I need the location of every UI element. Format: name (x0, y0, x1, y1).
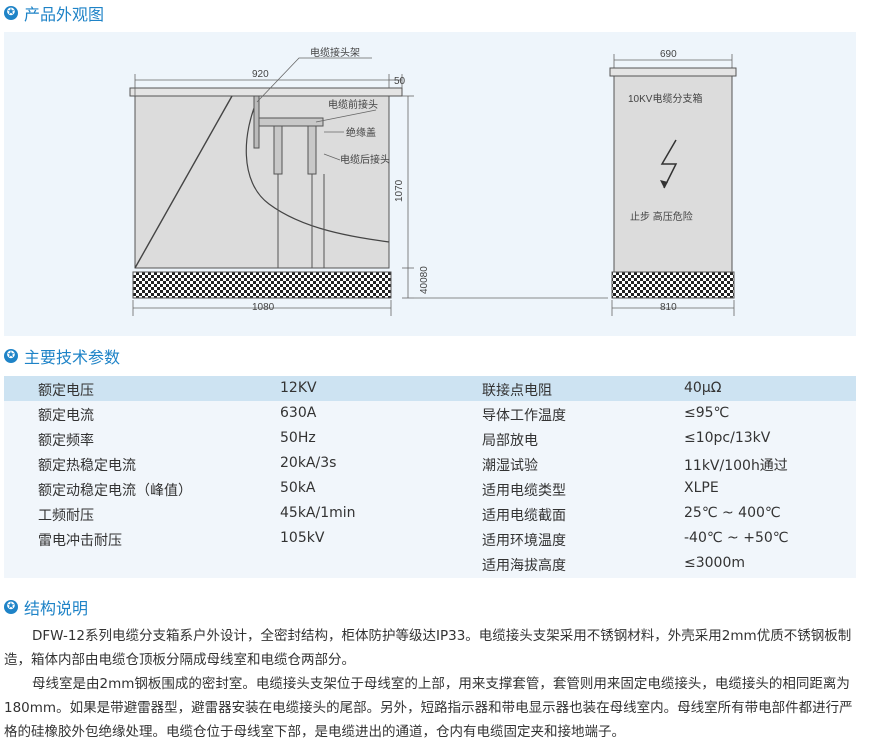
param-name: 联接点电阻 (482, 383, 552, 399)
param-value: 630A (280, 405, 317, 421)
label-cable-bracket: 电缆接头架 (310, 46, 360, 59)
param-value: ≤3000m (684, 555, 745, 571)
param-value: 20kA/3s (280, 455, 337, 471)
structure-description: DFW-12系列电缆分支箱系户外设计，全密封结构，柜体防护等级达IP33。电缆接… (4, 624, 856, 744)
star-bullet-icon: ✪ (4, 6, 18, 20)
param-value: 25℃ ~ 400℃ (684, 505, 781, 521)
dim-base: 40080 (419, 266, 430, 294)
left-cabinet-side-view (129, 87, 403, 299)
table-row: 额定热稳定电流 20kA/3s 潮湿试验 11kV/100h通过 (4, 451, 856, 476)
table-row: 额定电压 12KV 联接点电阻 40μΩ (4, 376, 856, 401)
table-row: 适用海拔高度 ≤3000m (4, 551, 856, 576)
description-paragraph: DFW-12系列电缆分支箱系户外设计，全密封结构，柜体防护等级达IP33。电缆接… (4, 628, 852, 668)
product-appearance-diagram: 920 50 1080 1070 40080 电缆接头架 电缆前接头 绝缘盖 电… (4, 32, 856, 336)
param-name: 额定动稳定电流（峰值） (38, 483, 192, 499)
param-name: 额定电流 (38, 408, 94, 424)
table-row: 额定电流 630A 导体工作温度 ≤95℃ (4, 401, 856, 426)
param-name: 适用环境温度 (482, 533, 566, 549)
section-title-text: 产品外观图 (24, 5, 105, 24)
table-row: 额定动稳定电流（峰值） 50kA 适用电缆类型 XLPE (4, 476, 856, 501)
param-name: 工频耐压 (38, 508, 94, 524)
label-rear-joint: 电缆后接头 (340, 153, 390, 166)
dim-bottom-width: 1080 (252, 302, 275, 313)
label-insulation-cover: 绝缘盖 (346, 126, 376, 139)
section-title-text: 结构说明 (24, 599, 89, 618)
star-bullet-icon: ✪ (4, 600, 18, 614)
param-value: ≤10pc/13kV (684, 430, 771, 446)
section-title-structure: ✪ 结构说明 (4, 596, 88, 618)
param-value: 105kV (280, 530, 325, 546)
dim-right-top: 690 (660, 49, 677, 60)
section-title-appearance: ✪ 产品外观图 (4, 2, 104, 24)
lightning-bolt-icon (660, 139, 678, 189)
param-name: 适用电缆类型 (482, 483, 566, 499)
section-title-params: ✪ 主要技术参数 (4, 345, 120, 367)
right-cabinet-front-view (609, 54, 737, 316)
section-title-text: 主要技术参数 (24, 348, 121, 367)
dim-right-bottom: 810 (660, 302, 677, 313)
param-name: 额定电压 (38, 383, 94, 399)
table-row: 额定频率 50Hz 局部放电 ≤10pc/13kV (4, 426, 856, 451)
param-value: 40μΩ (684, 380, 722, 396)
param-value: 50Hz (280, 430, 316, 446)
technical-parameters-table: 额定电压 12KV 联接点电阻 40μΩ 额定电流 630A 导体工作温度 ≤9… (4, 376, 856, 578)
param-value: ≤95℃ (684, 405, 730, 421)
param-name: 适用海拔高度 (482, 558, 566, 574)
param-value: -40℃ ~ +50℃ (684, 530, 789, 546)
warning-text: 止步 高压危险 (630, 210, 693, 223)
param-name: 额定频率 (38, 433, 94, 449)
left-dimension-lines (132, 57, 608, 316)
param-name: 潮湿试验 (482, 458, 538, 474)
param-value: 45kA/1min (280, 505, 356, 521)
param-name: 额定热稳定电流 (38, 458, 136, 474)
param-value: 50kA (280, 480, 316, 496)
param-value: 12KV (280, 380, 317, 396)
dim-top-width: 920 (252, 69, 269, 80)
param-name: 适用电缆截面 (482, 508, 566, 524)
param-name: 局部放电 (482, 433, 538, 449)
right-cabinet-title: 10KV电缆分支箱 (628, 92, 702, 105)
table-row: 雷电冲击耐压 105kV 适用环境温度 -40℃ ~ +50℃ (4, 526, 856, 551)
star-bullet-icon: ✪ (4, 349, 18, 363)
description-paragraph: 母线室是由2mm钢板围成的密封室。电缆接头支架位于母线室的上部，用来支撑套管，套… (4, 676, 853, 740)
table-row: 工频耐压 45kA/1min 适用电缆截面 25℃ ~ 400℃ (4, 501, 856, 526)
param-name: 雷电冲击耐压 (38, 533, 122, 549)
dim-height: 1070 (394, 179, 405, 202)
label-front-joint: 电缆前接头 (328, 98, 378, 111)
dim-top-extra: 50 (394, 76, 406, 87)
param-value: 11kV/100h通过 (684, 458, 788, 474)
param-name: 导体工作温度 (482, 408, 566, 424)
param-value: XLPE (684, 480, 719, 496)
